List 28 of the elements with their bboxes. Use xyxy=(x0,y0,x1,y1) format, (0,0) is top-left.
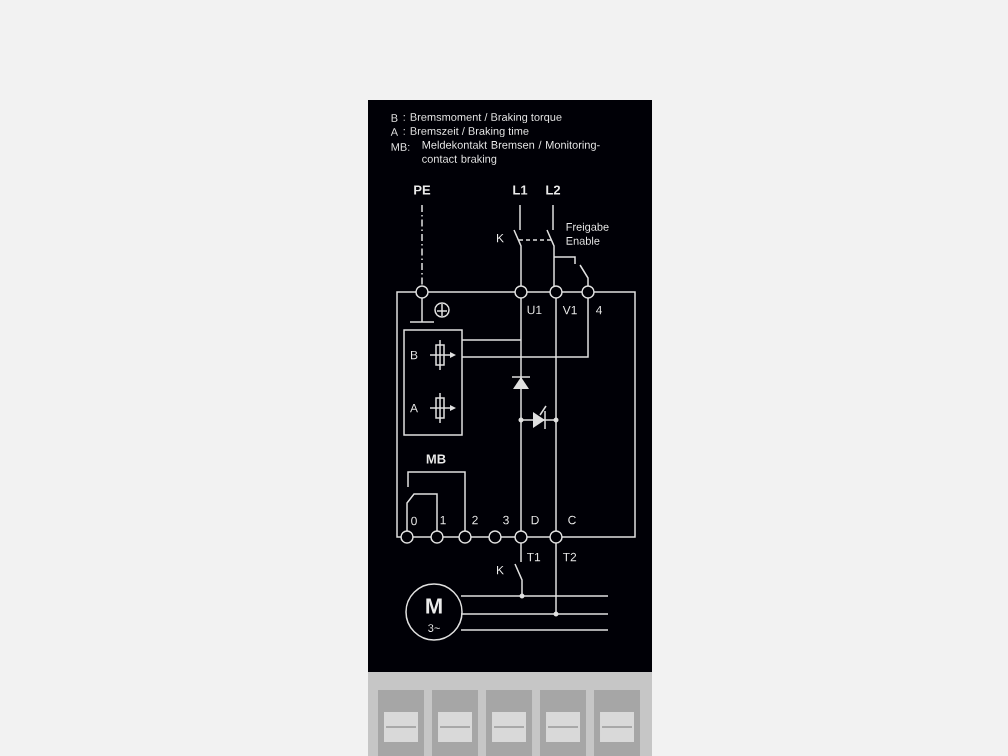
motor-label: 3~ xyxy=(428,624,440,632)
terminal-label: 3 xyxy=(503,515,509,525)
key-letter: B xyxy=(391,114,398,122)
switch-label: K xyxy=(497,233,504,243)
terminal-label: 2 xyxy=(472,515,478,525)
terminal-label: V1 xyxy=(562,305,577,315)
potentiometer-label: B xyxy=(411,350,418,360)
potentiometer-label: A xyxy=(410,403,418,413)
enable-label: Freigabe Enable xyxy=(566,222,609,245)
terminal-label: 4 xyxy=(596,305,603,315)
key-text: Meldekontakt Bremsen / Monitoring-contact braking xyxy=(422,140,600,165)
key-text: : Bremsmoment / Braking torque xyxy=(403,112,562,124)
terminal-label: T2 xyxy=(563,552,577,562)
terminal-label: D xyxy=(531,515,539,525)
terminal-label: T1 xyxy=(527,552,541,562)
motor-label: M xyxy=(426,598,442,614)
terminal-label: L2 xyxy=(546,185,561,195)
key-letter: MB: xyxy=(391,143,410,151)
contact-label: MB xyxy=(426,454,446,464)
terminal-label: C xyxy=(568,515,576,525)
terminal-label: PE xyxy=(414,185,431,195)
terminal-label: 0 xyxy=(411,516,417,526)
terminal-label: 1 xyxy=(440,515,446,525)
key-text: : Bremszeit / Braking time xyxy=(403,126,529,138)
terminal-label: U1 xyxy=(527,305,542,315)
terminal-label: L1 xyxy=(513,185,528,195)
key-letter: A xyxy=(390,128,398,136)
switch-label: K xyxy=(497,565,504,575)
